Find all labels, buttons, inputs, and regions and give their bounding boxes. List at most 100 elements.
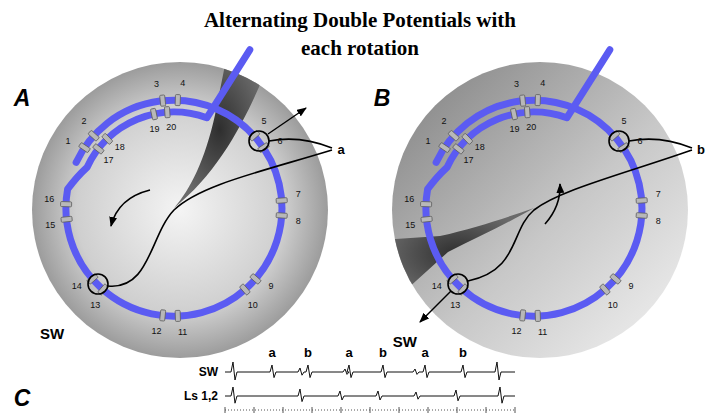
electrode-number: 10	[608, 301, 618, 310]
panel-letter: A	[14, 87, 31, 110]
electrode-number: 8	[656, 217, 661, 226]
electrode-band	[462, 133, 473, 144]
electrode-number: 2	[442, 117, 447, 126]
electrode-band	[239, 284, 250, 296]
electrode-number: 6	[638, 137, 643, 146]
electrode-band	[535, 95, 540, 106]
electrode-number: 3	[514, 80, 519, 89]
electrode-band	[636, 198, 647, 204]
electrode-number: 4	[180, 79, 185, 88]
electrode-number: 2	[82, 117, 87, 126]
electrode-number: 7	[656, 190, 661, 199]
leader-line	[108, 150, 332, 286]
electrode-band	[160, 95, 166, 106]
potential-label: b	[379, 346, 387, 359]
electrode-number: 7	[296, 190, 301, 199]
electrogram-trace	[225, 387, 515, 403]
electrode-number: 1	[426, 137, 431, 146]
panel-letter: C	[14, 387, 31, 410]
potential-label: b	[459, 346, 467, 359]
potential-label: b	[697, 143, 705, 156]
electrode-band	[276, 213, 287, 219]
potential-label: a	[345, 346, 352, 359]
electrode-band	[439, 142, 451, 152]
electrode-number: 14	[432, 282, 442, 291]
electrode-number: 1	[66, 137, 71, 146]
electrode-number: 15	[405, 221, 415, 230]
electrode-number: 12	[152, 327, 162, 336]
electrode-number: 20	[526, 123, 536, 132]
propagation-arrow	[268, 108, 306, 134]
potential-label: a	[268, 346, 275, 359]
electrode-number: 5	[261, 117, 266, 126]
electrode-band	[250, 273, 262, 284]
electrode-band	[276, 198, 287, 204]
potential-label: a	[421, 346, 428, 359]
electrode-number: 19	[149, 125, 159, 134]
electrode-number: 12	[512, 327, 522, 336]
electrode-number: 13	[450, 301, 460, 310]
rotation-arrow	[545, 184, 560, 224]
site-label: SW	[393, 334, 417, 349]
electrode-band	[88, 130, 100, 141]
time-tick	[428, 407, 429, 413]
electrode-number: 13	[90, 301, 100, 310]
electrode-band	[524, 107, 530, 118]
panel-letter: B	[374, 87, 391, 110]
lasso-catheter	[61, 50, 288, 322]
electrogram-trace	[225, 362, 515, 380]
electrogram-traces	[225, 362, 515, 413]
electrode-band	[61, 216, 72, 222]
electrode-number: 11	[178, 328, 187, 337]
electrode-band	[448, 130, 460, 141]
electrode-number: 20	[166, 123, 176, 132]
electrode-band	[520, 310, 526, 321]
electrode-band	[599, 284, 610, 296]
potential-label: a	[337, 143, 344, 156]
electrode-number: 6	[278, 137, 283, 146]
trace-label: Ls 1,2	[184, 390, 218, 402]
electrode-number: 9	[269, 282, 274, 291]
electrode-band	[164, 107, 170, 118]
electrode-number: 5	[621, 117, 626, 126]
electrode-band	[160, 310, 166, 321]
electrode-circle	[249, 131, 269, 151]
propagation-arrow	[420, 291, 451, 322]
electrode-number: 17	[464, 156, 474, 165]
trace-label: SW	[199, 366, 218, 378]
electrode-circle	[609, 131, 629, 151]
electrode-number: 17	[104, 156, 114, 165]
electrode-band	[102, 133, 113, 144]
electrode-circle	[88, 274, 108, 294]
electrode-band	[610, 273, 622, 284]
electrode-number: 14	[72, 282, 82, 291]
electrode-number: 15	[45, 221, 55, 230]
electrode-number: 19	[509, 125, 519, 134]
electrode-band	[520, 95, 526, 106]
site-label: SW	[40, 326, 64, 341]
electrode-band	[421, 216, 432, 222]
electrode-band	[175, 95, 180, 106]
electrode-number: 16	[44, 195, 54, 204]
electrode-number: 10	[248, 301, 258, 310]
time-tick	[341, 407, 342, 413]
figure-title: Alternating Double Potentials with each …	[200, 6, 520, 62]
catheter-body	[66, 50, 282, 316]
electrode-band	[61, 202, 72, 207]
electrode-number: 11	[538, 328, 547, 337]
electrode-number: 18	[475, 143, 485, 152]
electrode-band	[79, 142, 91, 152]
electrode-number: 8	[296, 217, 301, 226]
rotation-arrow	[111, 190, 150, 226]
electrode-band	[535, 310, 540, 321]
electrode-number: 9	[629, 282, 634, 291]
electrode-band	[636, 213, 647, 219]
time-axis	[225, 410, 515, 411]
electrode-number: 3	[154, 80, 159, 89]
catheter-body	[426, 50, 642, 316]
electrode-band	[175, 310, 180, 321]
electrode-band	[453, 144, 465, 155]
electrode-band	[510, 108, 517, 120]
electrode-band	[93, 144, 105, 155]
